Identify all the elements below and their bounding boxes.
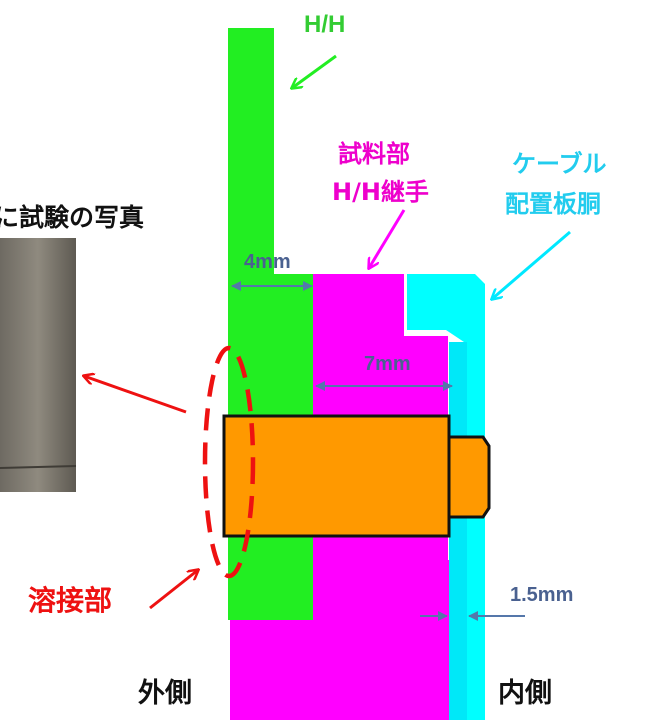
specimen-label-line2: H/H継手: [332, 178, 429, 206]
photo-title: に試験の写真: [0, 203, 144, 232]
weld-arrow: [149, 570, 198, 610]
dim-7mm-label: 7mm: [364, 353, 411, 375]
bolt-head: [447, 435, 491, 519]
weld-zone-ellipse: [202, 345, 256, 579]
cable-label-line2: 配置板胴: [505, 190, 601, 218]
photo-thumbnail: [0, 238, 76, 492]
outer-side-label: 外側: [138, 678, 192, 709]
cable-plate-inner-strip: [449, 342, 467, 720]
cable-arrow: [492, 230, 571, 299]
bolt-body: [222, 414, 451, 538]
specimen-label-line1: 試料部: [338, 140, 410, 168]
dim-1p5mm-label: 1.5mm: [510, 584, 573, 606]
dim-4mm-label: 4mm: [244, 251, 291, 273]
weld-label: 溶接部: [28, 584, 112, 617]
inner-side-label: 内側: [498, 678, 552, 709]
specimen-arrow: [369, 209, 406, 268]
cable-label-line1: ケーブル: [512, 150, 607, 178]
hh-arrow: [292, 54, 337, 88]
photo-arrow: [84, 376, 187, 414]
hh-label: H/H: [304, 11, 345, 38]
photo-seam: [0, 465, 77, 469]
